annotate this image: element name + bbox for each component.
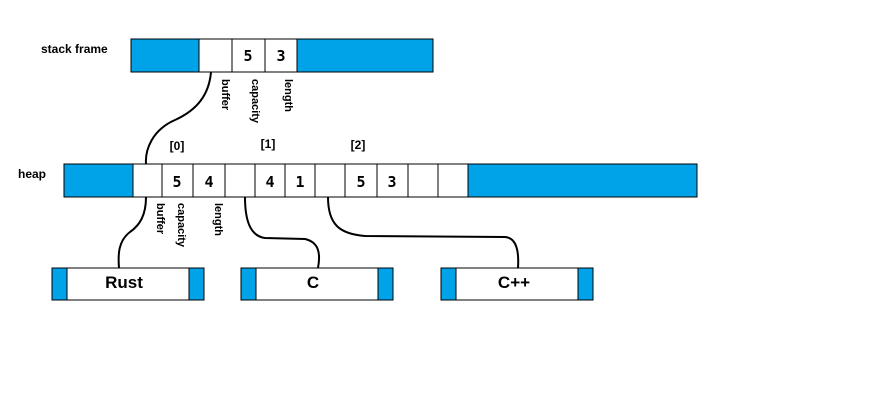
stack-length-value: 3: [276, 47, 285, 65]
string-rust-right-pad: [188, 267, 205, 301]
heap-length-label: length: [212, 203, 224, 236]
heap-index-2: [2]: [351, 138, 366, 152]
heap-cell-8: [376, 163, 409, 198]
heap-cell-6: [314, 163, 346, 198]
pointer-stack-to-heap: [144, 71, 212, 165]
string-c-left-pad: [240, 267, 257, 301]
heap-cell-1: [161, 163, 194, 198]
heap-value-1: 5: [172, 173, 181, 191]
stack-cell-buffer: [198, 38, 233, 73]
string-cpp-text: C++: [498, 273, 530, 292]
string-cpp-left-pad: [440, 267, 457, 301]
string-c-box: [255, 267, 379, 301]
heap-cell-10: [437, 163, 469, 198]
heap-value-2: 4: [204, 173, 213, 191]
heap-cell-7: [344, 163, 378, 198]
pointer-heap2-to-cpp: [327, 196, 520, 269]
stack-right-padding: [296, 38, 434, 73]
heap-index-1: [1]: [261, 137, 276, 151]
heap-cell-3: [224, 163, 256, 198]
heap-index-0: [0]: [170, 139, 185, 153]
heap-value-8: 3: [387, 173, 396, 191]
stack-frame-label: stack frame: [41, 42, 108, 56]
heap-left-padding: [63, 163, 134, 198]
stack-buffer-label: buffer: [219, 79, 231, 111]
pointer-heap1-to-c: [244, 196, 321, 269]
string-rust-text: Rust: [105, 273, 143, 292]
stack-capacity-value: 5: [243, 47, 252, 65]
stack-cell-capacity: [231, 38, 266, 73]
string-cpp-box: [455, 267, 579, 301]
heap-cell-0: [132, 163, 163, 198]
stack-capacity-label: capacity: [249, 79, 261, 124]
pointer-heap0-to-rust: [117, 196, 147, 269]
heap-value-5: 1: [295, 173, 304, 191]
string-cpp-right-pad: [577, 267, 594, 301]
heap-value-7: 5: [356, 173, 365, 191]
heap-buffer-label: buffer: [154, 203, 166, 235]
heap-label: heap: [18, 167, 46, 181]
stack-left-padding: [130, 38, 200, 73]
heap-cell-4: [254, 163, 286, 198]
stack-length-label: length: [282, 79, 294, 112]
heap-capacity-label: capacity: [175, 203, 187, 248]
string-rust-box: [66, 267, 190, 301]
string-c-right-pad: [377, 267, 394, 301]
stack-cell-length: [264, 38, 298, 73]
heap-value-4: 4: [265, 173, 274, 191]
heap-cell-9: [407, 163, 439, 198]
string-rust-left-pad: [51, 267, 68, 301]
heap-cell-5: [284, 163, 316, 198]
string-c-text: C: [307, 273, 319, 292]
heap-right-padding: [467, 163, 698, 198]
